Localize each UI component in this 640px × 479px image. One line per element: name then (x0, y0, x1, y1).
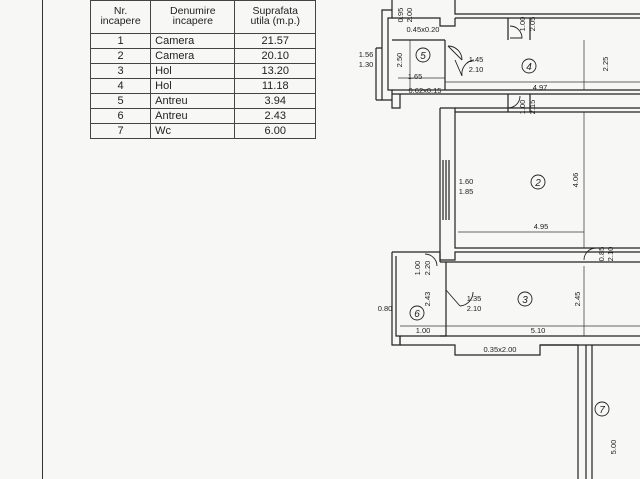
dim-label: 2.10 (467, 304, 482, 313)
wall-segment (391, 0, 640, 19)
header-nr-line2: incapere (100, 15, 141, 27)
dim-label: 2.00 (405, 8, 414, 23)
room-marker-circle (594, 401, 610, 417)
door-swing (583, 247, 597, 261)
header-name: Denumire incapere (150, 0, 236, 34)
wall-segment (391, 94, 401, 109)
wall-segment (440, 262, 447, 337)
dim-label: 4.97 (533, 83, 548, 92)
dim-label: 1.00 (416, 326, 431, 335)
dim-label: 2.25 (601, 57, 610, 72)
room-marker-circle (517, 291, 533, 307)
wall-segment (455, 107, 640, 113)
door-swing (507, 95, 521, 109)
room-number-6: 6 (414, 309, 420, 320)
dim-label: 2.20 (423, 261, 432, 276)
dim-label: 1.60 (459, 177, 474, 186)
dim-label: 0.35x2.00 (484, 345, 517, 354)
table-row: 1 Camera 21.57 (89, 33, 316, 49)
dim-label: 5.00 (609, 440, 618, 455)
row-area: 6.00 (234, 123, 316, 139)
dim-label: 0.45x0.20 (407, 25, 440, 34)
room-number-4: 4 (526, 62, 532, 73)
wall-segment (507, 94, 531, 112)
dim-label: 2.50 (395, 53, 404, 68)
header-name-line2: incapere (172, 15, 213, 27)
header-nr-line1: Nr. (113, 5, 128, 17)
row-name: Wc (150, 123, 236, 139)
room-number-3: 3 (522, 295, 528, 306)
header-nr: Nr. incapere (89, 0, 152, 34)
page-border-line (42, 0, 43, 479)
header-area-line1: Suprafata (252, 5, 299, 17)
dim-label: 1.45 (469, 55, 484, 64)
header-name-line1: Denumire (170, 5, 216, 17)
room-marker-circle (521, 58, 537, 74)
dim-label: 5.10 (531, 326, 546, 335)
room-number-7: 7 (599, 405, 605, 416)
room-marker-circle (415, 47, 431, 63)
dim-label: 2.15 (528, 100, 537, 115)
dim-label: 1.56 (359, 50, 374, 59)
row-area: 13.20 (234, 63, 316, 79)
wall-segment (392, 89, 640, 95)
wall-segment (577, 345, 593, 479)
door-swing (424, 253, 438, 267)
row-name: Hol (150, 63, 236, 79)
dim-label: 1.30 (359, 60, 374, 69)
wall-segment (392, 17, 456, 27)
room-area-table: Nr. incapere Denumire incapere Suprafata… (89, 0, 316, 139)
wall-segment (400, 344, 640, 356)
room-number-2: 2 (534, 178, 541, 189)
dim-label: 1.00 (518, 17, 527, 32)
wall-segment (507, 18, 531, 40)
dim-label: 0.95 (396, 8, 405, 23)
door-swing (509, 25, 523, 39)
room-marker-circle (530, 174, 546, 190)
window-mark (442, 160, 450, 220)
table-row: 7 Wc 6.00 (89, 123, 316, 139)
dim-label: 2.43 (423, 292, 432, 307)
dim-label: 2.10 (606, 247, 615, 262)
door-swing (445, 289, 474, 307)
dim-label: 1.35 (467, 294, 482, 303)
dim-label: 4.95 (534, 222, 549, 231)
dim-label: 0.80 (378, 304, 393, 313)
room-marker-circle (409, 305, 425, 321)
table-header-row: Nr. incapere Denumire incapere Suprafata… (89, 0, 316, 34)
dim-label: 0.62x0.15 (409, 86, 442, 95)
dim-label: 2.05 (528, 17, 537, 32)
dim-label: 0.85 (597, 247, 606, 262)
dim-label: 2.10 (469, 65, 484, 74)
room-number-5: 5 (420, 51, 426, 62)
wall-segment (439, 107, 640, 261)
dim-label: 1.85 (459, 187, 474, 196)
row-nr: 7 (89, 123, 152, 139)
table-row: 3 Hol 13.20 (89, 63, 316, 79)
wall-segment (381, 9, 393, 101)
dim-label: 2.45 (573, 292, 582, 307)
wall-segment (375, 47, 382, 101)
dim-label: 1.00 (413, 261, 422, 276)
door-swing (447, 45, 463, 61)
dim-label: 1.00 (518, 100, 527, 115)
dim-label: 1.65 (408, 72, 423, 81)
header-area-line2: utila (m.p.) (250, 15, 301, 27)
dim-label: 4.06 (571, 173, 580, 188)
door-swing (454, 59, 475, 77)
